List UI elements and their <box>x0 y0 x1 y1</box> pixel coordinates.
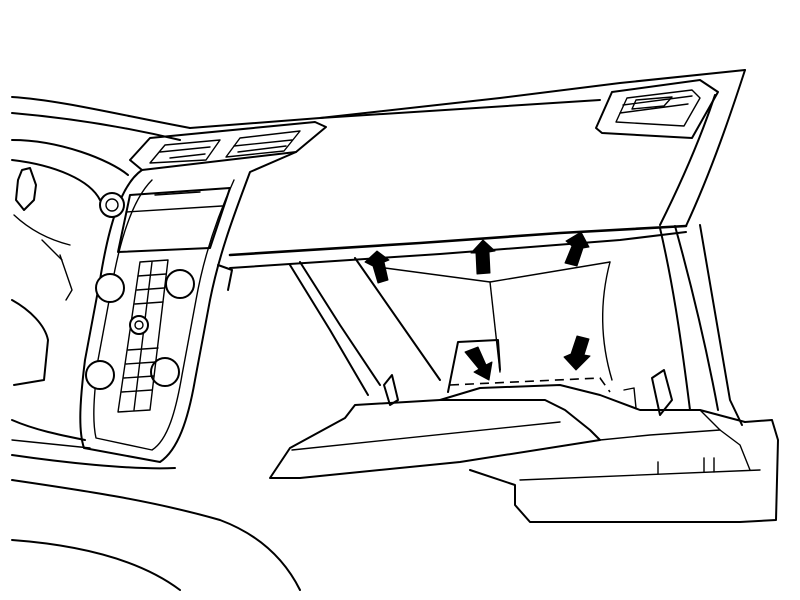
center-console <box>79 151 297 463</box>
glovebox-opening <box>217 224 743 426</box>
arrow-lower-right <box>563 335 591 371</box>
arrow-upper-right <box>564 231 590 267</box>
dashboard-outline <box>11 69 746 227</box>
arrow-upper-middle <box>470 239 496 275</box>
arrow-lower-left <box>464 346 493 381</box>
glovebox-lid <box>269 384 779 523</box>
arrow-upper-left <box>364 250 390 284</box>
right-air-vent <box>595 79 719 139</box>
center-air-vents <box>129 121 327 171</box>
steering-wheel-area <box>11 139 301 591</box>
